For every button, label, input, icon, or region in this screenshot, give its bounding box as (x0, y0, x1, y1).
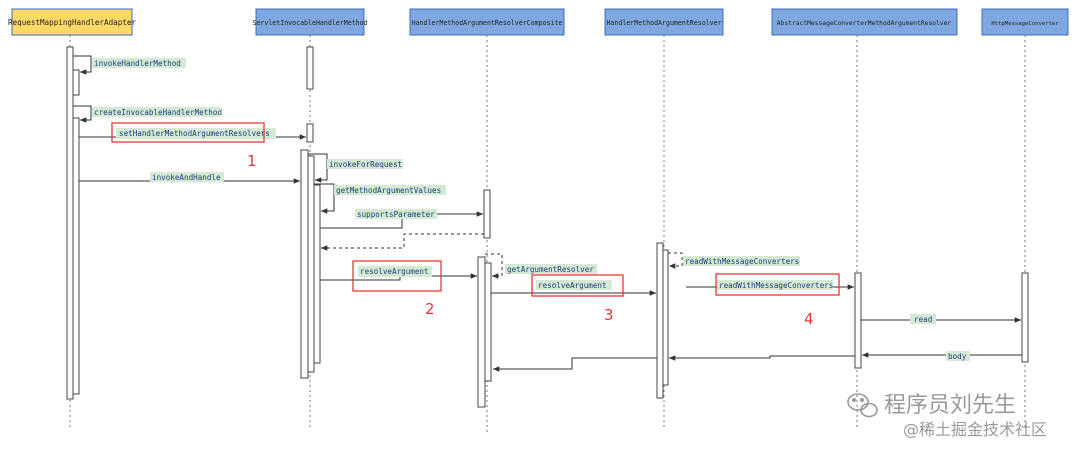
label-highlights (92, 58, 970, 361)
label-read-with-message-converters-self: readWithMessageConverters (685, 257, 799, 266)
participant-handler-method-argument-resolver-composite: HandlerMethodArgumentResolverComposite (409, 8, 565, 36)
label-get-method-argument-values: getMethodArgumentValues (336, 186, 441, 195)
annotation-boxes (111, 122, 840, 297)
arrow-create-invocable-handler-method (73, 105, 92, 123)
annotation-box-4 (715, 273, 840, 296)
participant-abstract-message-converter-method-argument-resolver: AbstractMessageConverterMethodArgumentRe… (771, 8, 958, 36)
step-number-4: 4 (804, 310, 814, 328)
label-resolve-argument-composite: resolveArgument (360, 267, 429, 276)
label-invoke-for-request: invokeForRequest (329, 160, 402, 169)
activation-composite-1 (483, 189, 491, 239)
participant-label: AbstractMessageConverterMethodArgumentRe… (777, 20, 952, 27)
label-invoke-and-handle: invokeAndHandle (152, 173, 221, 182)
label-invoke-handler-method: invokeHandlerMethod (94, 59, 181, 68)
activations (66, 46, 1029, 408)
activation-http-converter (1021, 272, 1029, 363)
label-get-argument-resolver: getArgumentResolver (507, 265, 594, 274)
activation-adapter-outer (66, 46, 74, 400)
watermark-account: 程序员刘先生 (884, 393, 1016, 418)
annotation-box-3 (531, 274, 624, 297)
wechat-icon (847, 393, 878, 418)
label-resolve-argument-resolver: resolveArgument (538, 281, 607, 290)
arrow-read-with-message-converters-self (668, 252, 683, 269)
participant-headers: RequestMappingHandlerAdapter ServletInvo… (8, 8, 1069, 36)
activation-invocable-5 (313, 184, 321, 364)
arrow-invoke-handler-method (73, 55, 92, 75)
activation-adapter-inner-2 (72, 117, 80, 395)
activation-composite-2 (477, 256, 486, 408)
watermark-site: @稀土掘金技术社区 (903, 420, 1047, 439)
label-read-with-message-converters: readWithMessageConverters (719, 281, 833, 290)
arrow-return-to-composite (493, 357, 657, 372)
activation-resolver-1 (656, 242, 664, 399)
step-number-2: 2 (425, 300, 435, 318)
annotation-box-1 (111, 122, 265, 143)
step-numbers: 1 2 3 4 (247, 152, 814, 328)
arrow-return-to-resolver (669, 355, 855, 361)
participant-servlet-invocable-handler-method: ServletInvocableHandlerMethod (252, 8, 368, 36)
lifelines (69, 35, 1026, 435)
participant-label: RequestMappingHandlerAdapter (8, 18, 136, 27)
label-create-invocable-handler-method: createInvocableHandlerMethod (94, 108, 222, 117)
label-body: body (948, 352, 967, 361)
participant-label: HandlerMethodArgumentResolver (606, 19, 721, 27)
activation-invocable-4 (307, 155, 315, 373)
arrow-supports-parameter-return (321, 233, 484, 251)
activation-abstract-converter (854, 272, 862, 369)
participant-label: ServletInvocableHandlerMethod (252, 19, 367, 27)
arrow-get-argument-resolver (485, 253, 503, 279)
activation-resolver-2 (662, 249, 669, 386)
annotation-box-2 (352, 260, 442, 292)
activation-composite-3 (484, 262, 492, 382)
participant-request-mapping-handler-adapter: RequestMappingHandlerAdapter (8, 8, 136, 36)
label-supports-parameter: supportsParameter (357, 210, 435, 219)
message-arrows (73, 55, 1022, 372)
participant-label: HandlerMethodArgumentResolverComposite (412, 19, 563, 27)
label-set-handler-method-argument-resolvers: setHandlerMethodArgumentResolvers (119, 129, 270, 138)
step-number-1: 1 (247, 152, 257, 170)
activation-invocable-1 (306, 46, 314, 90)
arrow-supports-parameter (320, 211, 483, 229)
message-labels: invokeHandlerMethod createInvocableHandl… (94, 59, 967, 361)
arrow-resolve-argument-to-composite (320, 273, 477, 281)
label-read: read (914, 315, 932, 324)
activation-invocable-3 (300, 149, 309, 379)
watermark: 程序员刘先生 @稀土掘金技术社区 (847, 393, 1047, 439)
activation-adapter-inner-1 (72, 69, 80, 96)
participant-handler-method-argument-resolver: HandlerMethodArgumentResolver (604, 8, 724, 36)
participant-label: HttpMessageConverter (991, 21, 1059, 27)
activation-invocable-2 (306, 123, 314, 143)
step-number-3: 3 (604, 306, 614, 324)
participant-http-message-converter: HttpMessageConverter (981, 8, 1069, 36)
arrow-get-method-argument-values (314, 183, 335, 214)
